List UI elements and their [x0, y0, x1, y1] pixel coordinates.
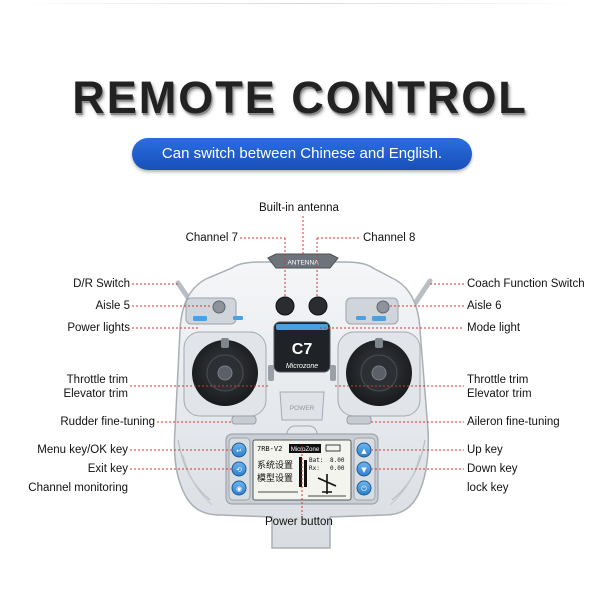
right-top-trim: [375, 338, 383, 348]
svg-text:↵: ↵: [236, 447, 242, 455]
power-tag-text: POWER: [290, 405, 315, 412]
label-exit-key: Exit key: [87, 463, 128, 475]
power-panel: [279, 391, 325, 421]
lcd-plane-icon: [317, 474, 337, 494]
language-banner: Can switch between Chinese and English.: [132, 138, 472, 170]
aileron-trim-slider: [346, 415, 372, 425]
model-label: C7: [292, 341, 313, 358]
lcd-bat-label: Bat:: [309, 457, 323, 464]
label-throttle-trim-left: Throttle trim: [66, 374, 128, 386]
antenna-tag-text: ANTENNA: [287, 260, 319, 267]
power-light: [193, 316, 207, 321]
rudder-trim-slider: [231, 415, 257, 425]
lcd-menu-system: 系统设置: [257, 459, 293, 471]
svg-text:▼: ▼: [361, 466, 367, 474]
label-throttle-trim-right: Throttle trim: [467, 374, 529, 386]
label-power-button: Power button: [265, 516, 333, 528]
aisle5-switch: [212, 300, 226, 314]
lcd-mode-badge: MicroZone: [291, 447, 320, 453]
left-top-trim: [221, 338, 229, 348]
label-up-key: Up key: [467, 444, 503, 456]
label-rudder-fine-tuning: Rudder fine-tuning: [60, 416, 155, 428]
label-channel7: Channel 7: [185, 232, 238, 244]
antenna-tag: [267, 253, 339, 269]
right-switch-lever: [411, 278, 433, 308]
throttle-trim-right: [330, 365, 336, 381]
lcd-rx-label: Rx:: [309, 465, 320, 472]
lcd-model-line: 7RB-V2: [257, 445, 282, 453]
label-aisle6: Aisle 6: [467, 300, 502, 312]
label-channel8: Channel 8: [363, 232, 416, 244]
page-title: REMOTE CONTROL: [72, 72, 528, 123]
channel-monitor-button: [231, 480, 247, 496]
left-stick: [217, 365, 233, 381]
svg-text:◉: ◉: [236, 485, 242, 493]
label-elevator-trim-left: Elevator trim: [63, 388, 128, 400]
label-aileron-fine-tuning: Aileron fine-tuning: [467, 416, 560, 428]
label-elevator-trim-right: Elevator trim: [467, 388, 532, 400]
brand-label: Microzone: [286, 363, 318, 370]
label-power-lights: Power lights: [67, 322, 130, 334]
svg-text:⏻: ⏻: [361, 485, 367, 493]
label-coach-switch: Coach Function Switch: [467, 278, 585, 290]
mode-light-bar: [276, 324, 328, 330]
leader-lines: [130, 216, 464, 515]
center-logo-panel: [273, 321, 331, 373]
lcd-battery-icon: [325, 444, 341, 452]
lcd-bat-value: 8.00: [330, 457, 345, 464]
label-channel-monitoring: Channel monitoring: [28, 482, 128, 494]
throttle-trim-left: [268, 365, 274, 381]
label-down-key: Down key: [467, 463, 518, 475]
lock-button: [356, 480, 372, 496]
svg-text:▲: ▲: [361, 447, 367, 455]
channel8-knob: [308, 296, 328, 316]
lcd-rx-value: 0.00: [330, 465, 345, 472]
right-indicator: [372, 316, 386, 321]
svg-text:⟲: ⟲: [236, 466, 242, 474]
label-dr-switch: D/R Switch: [73, 278, 130, 290]
label-mode-light: Mode light: [467, 322, 521, 334]
aisle6-switch: [376, 300, 390, 314]
label-menu-ok-key: Menu key/OK key: [37, 444, 128, 456]
right-stick: [371, 365, 387, 381]
lcd-menu-model: 模型设置: [257, 473, 293, 484]
label-aisle5: Aisle 5: [95, 300, 130, 312]
label-lock-key: lock key: [467, 482, 509, 494]
right-switch-panel: [345, 297, 399, 325]
channel7-knob: [275, 296, 295, 316]
label-builtin-antenna: Built-in antenna: [259, 202, 339, 214]
top-divider: [20, 3, 580, 4]
lcd-badge-bg: [289, 444, 321, 453]
